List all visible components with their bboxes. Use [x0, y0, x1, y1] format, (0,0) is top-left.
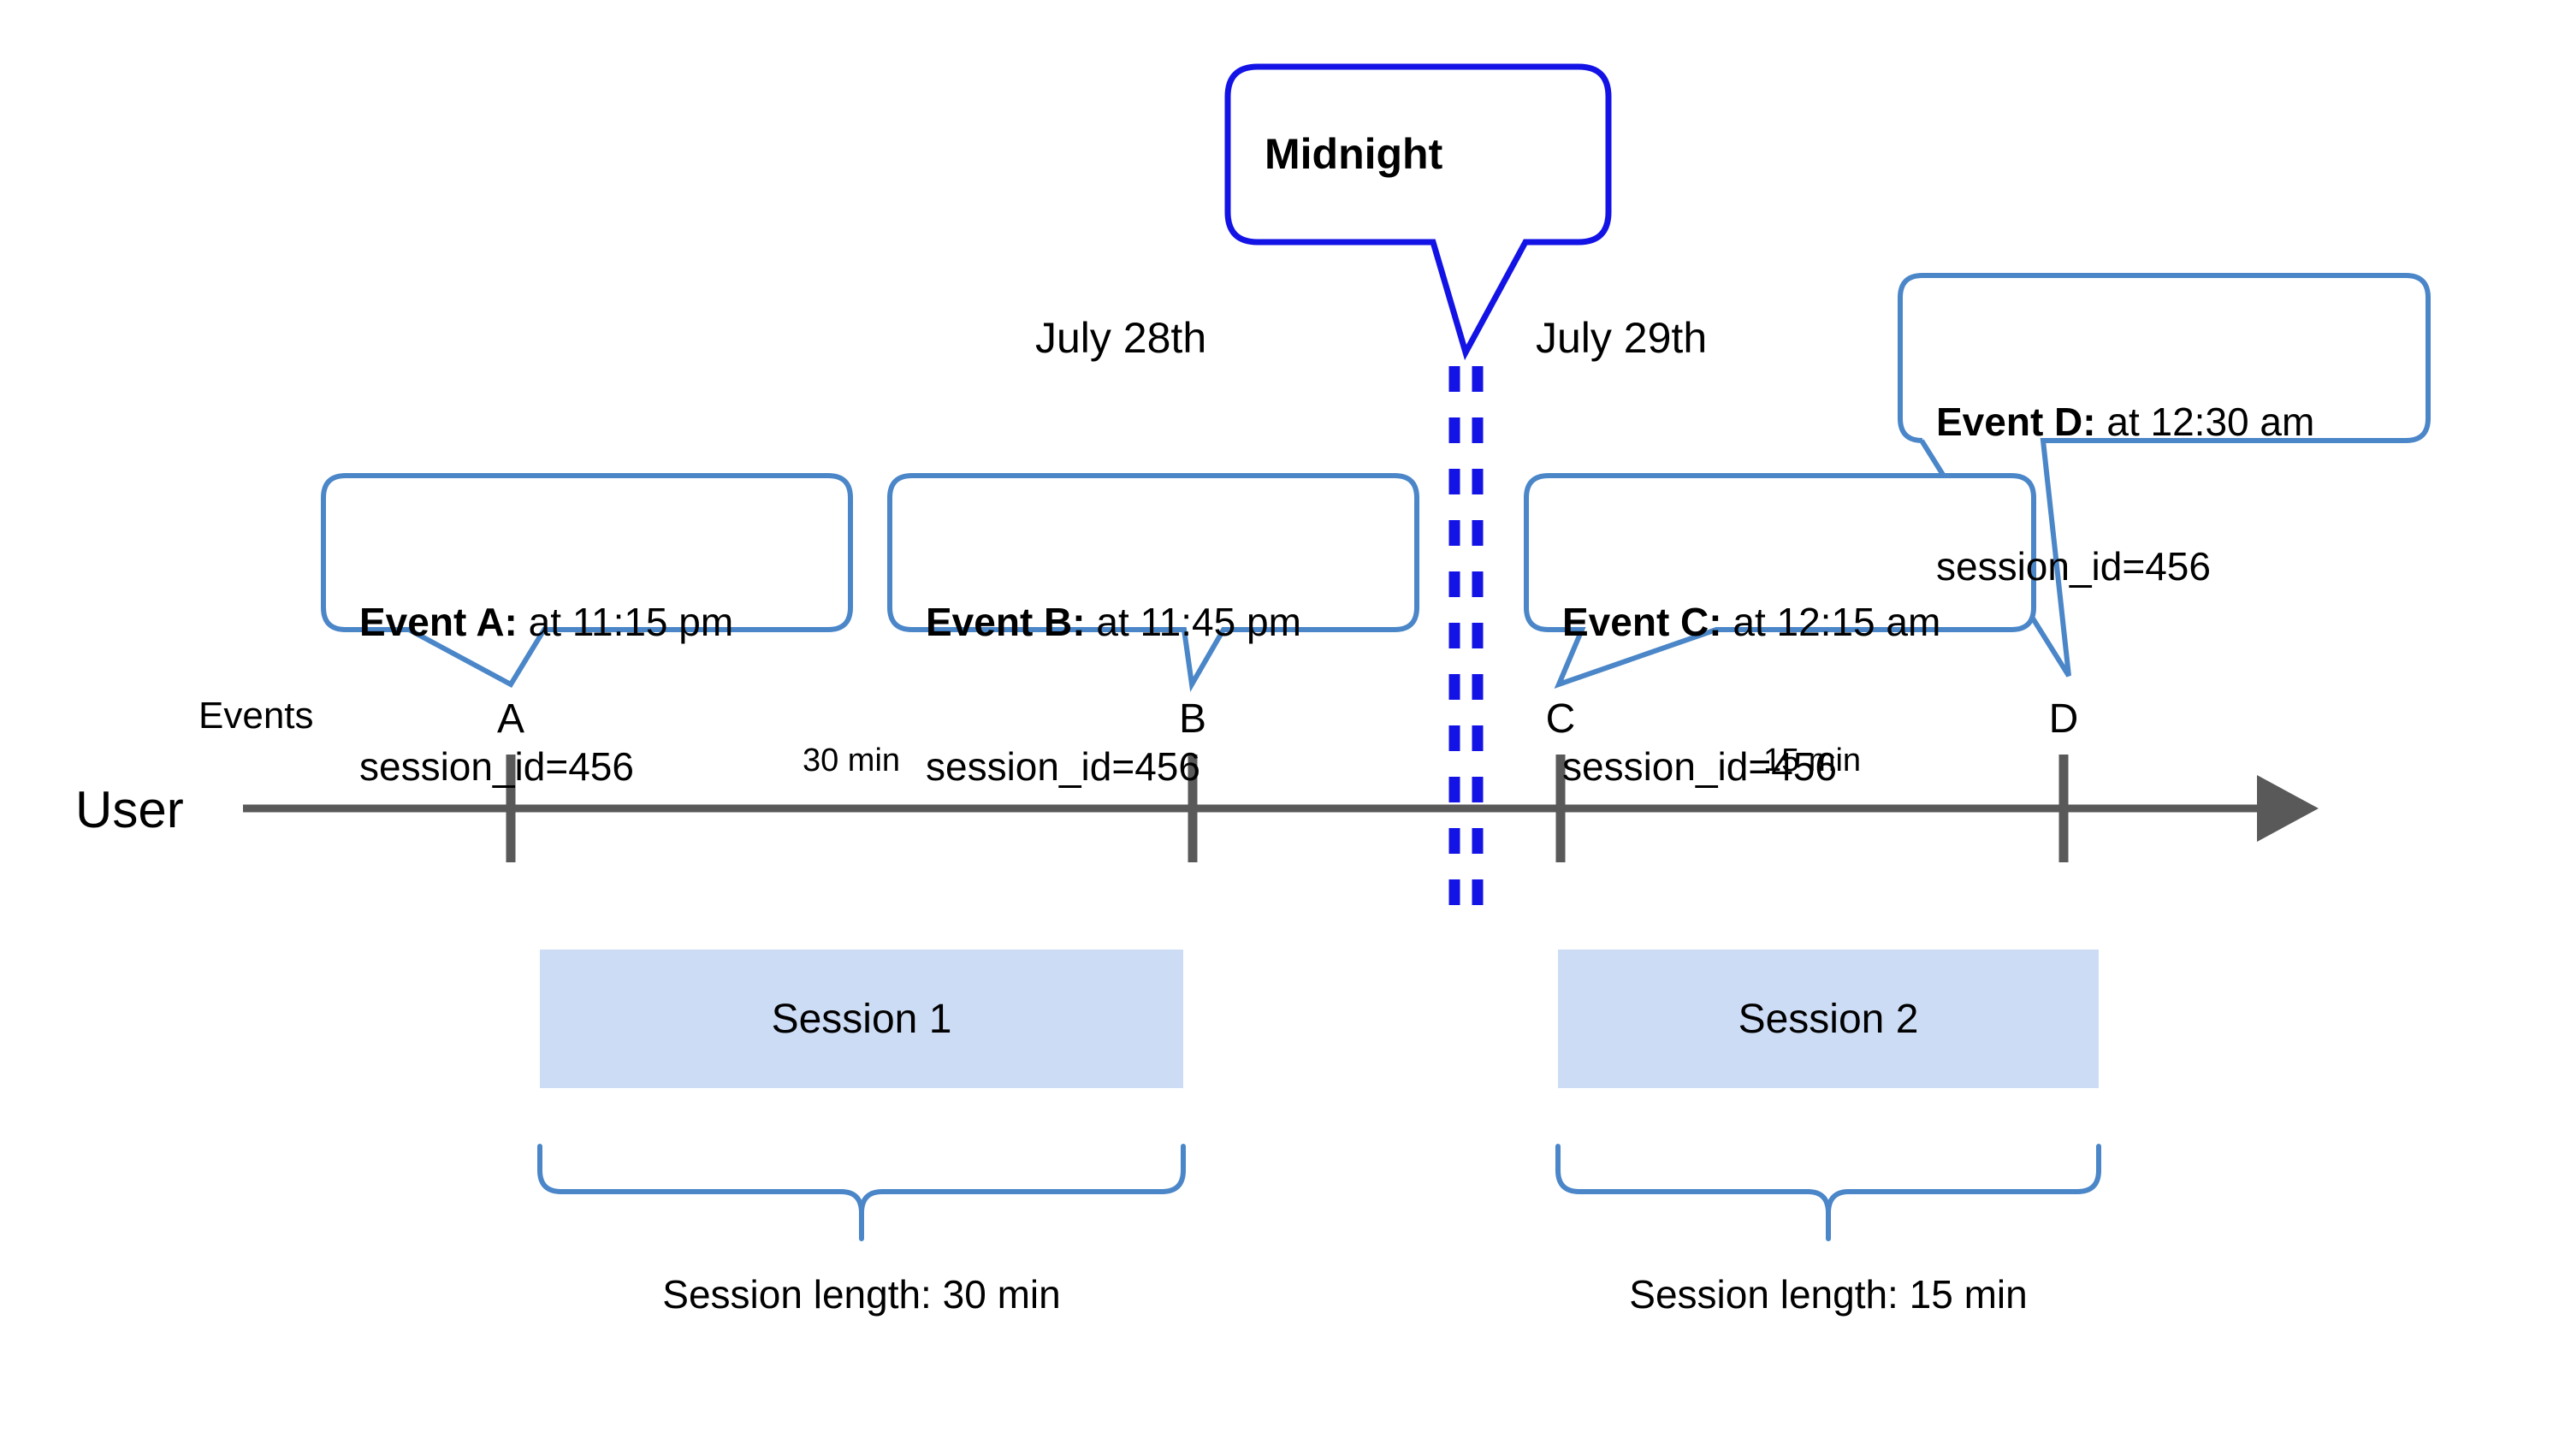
event-b-callout-text: Event B: at 11:45 pm session_id=456	[926, 502, 1301, 886]
event-b-detail: at 11:45 pm	[1085, 600, 1301, 645]
session-1-length-label: Session length: 30 min	[662, 1272, 1061, 1317]
session-box-1	[540, 950, 1183, 1088]
event-letter-d: D	[2048, 696, 2079, 742]
event-b-bold-prefix: Event B:	[926, 600, 1086, 645]
event-c-bold-prefix: Event C:	[1562, 600, 1722, 645]
event-letter-a: A	[496, 696, 524, 742]
event-d-callout-text: Event D: at 12:30 am session_id=456	[1936, 302, 2314, 686]
interval-label-30-min: 30 min	[802, 743, 901, 778]
event-a-session-id: session_id=456	[359, 743, 634, 789]
timeline-arrow-head	[2257, 775, 2319, 842]
event-c-callout-shape	[1524, 473, 2036, 690]
date-label-july-29: July 29th	[1536, 314, 1708, 362]
event-c-detail: at 12:15 am	[1721, 600, 1941, 645]
event-d-detail: at 12:30 am	[2095, 400, 2315, 445]
event-d-session-id: session_id=456	[1936, 543, 2211, 589]
event-c-session-id: session_id=456	[1562, 743, 1837, 789]
session-1-brace	[537, 1144, 1186, 1241]
events-row-label: Events	[198, 695, 314, 737]
event-a-callout-shape	[321, 473, 853, 688]
event-b-callout-shape	[887, 473, 1419, 693]
event-d-bold-prefix: Event D:	[1936, 400, 2096, 445]
event-a-detail: at 11:15 pm	[517, 600, 734, 645]
event-a-bold-prefix: Event A:	[359, 600, 518, 645]
session-box-2	[1558, 950, 2099, 1088]
session-1-label: Session 1	[771, 997, 952, 1042]
event-letter-b: B	[1178, 696, 1206, 742]
event-letter-c: C	[1545, 696, 1576, 742]
date-label-july-28: July 28th	[1035, 314, 1207, 362]
event-b-session-id: session_id=456	[926, 743, 1200, 789]
interval-label-15-min: 15 min	[1762, 743, 1862, 778]
user-lane-label: User	[75, 781, 184, 838]
event-a-callout-text: Event A: at 11:15 pm session_id=456	[359, 502, 733, 886]
midnight-callout-label: Midnight	[1265, 130, 1443, 178]
session-2-label: Session 2	[1738, 997, 1919, 1042]
event-c-callout-text: Event C: at 12:15 am session_id=456	[1562, 502, 1940, 886]
midnight-callout-shape	[1224, 63, 1612, 361]
session-2-brace	[1555, 1144, 2101, 1241]
session-2-length-label: Session length: 15 min	[1629, 1272, 2028, 1317]
